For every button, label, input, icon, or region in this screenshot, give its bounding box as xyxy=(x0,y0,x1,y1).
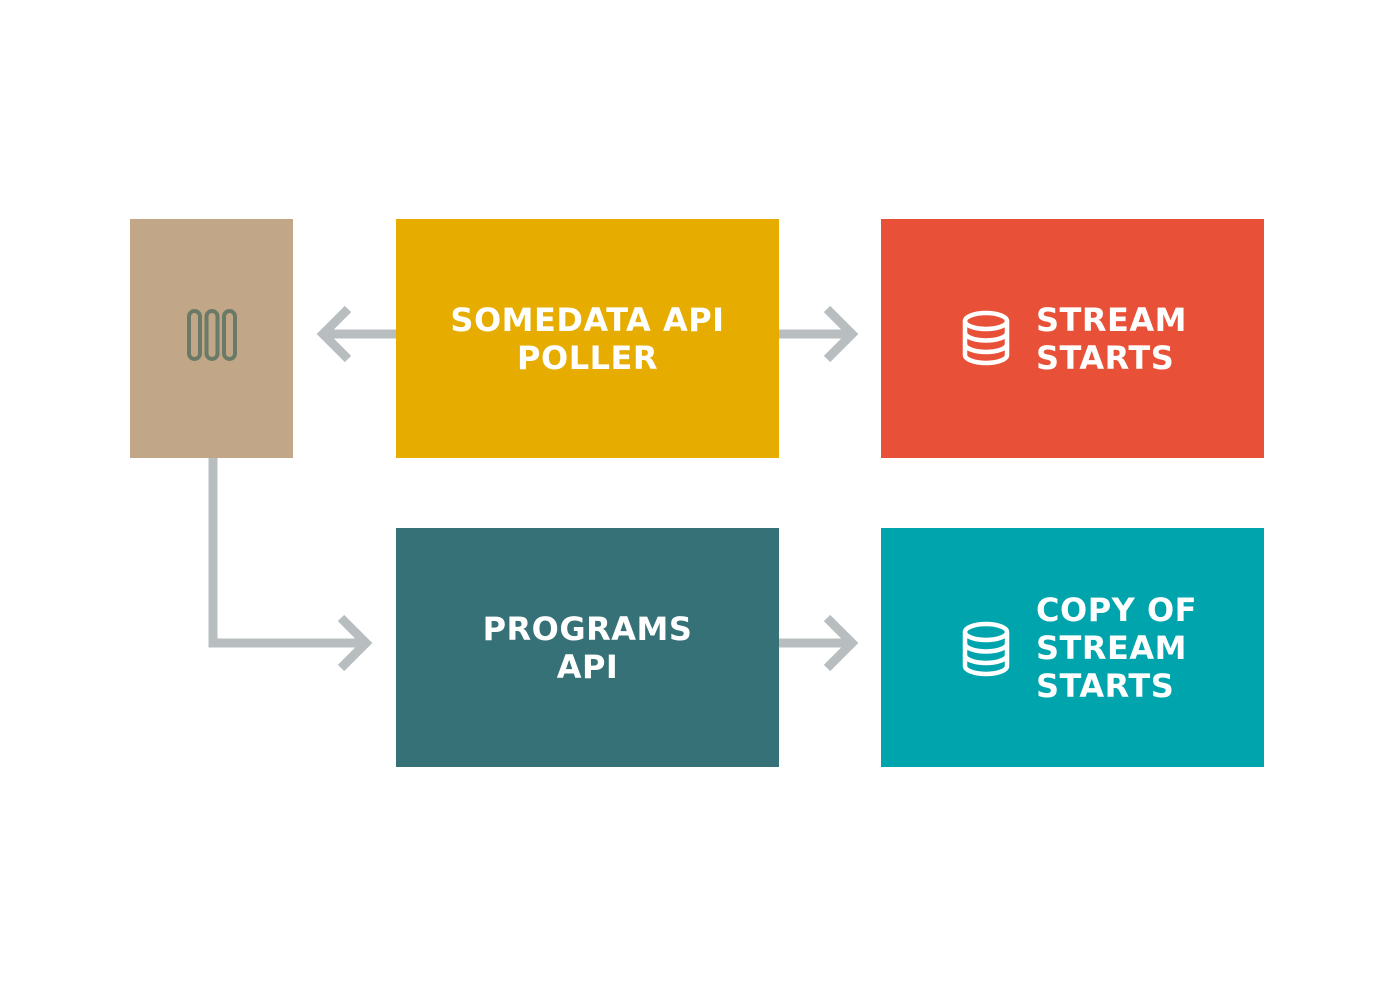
programs-api-node: PROGRAMS API xyxy=(396,528,779,767)
queue-node xyxy=(130,219,293,458)
poller-label-line2: POLLER xyxy=(517,338,658,377)
edge-poller-to-queue xyxy=(316,305,396,363)
stream-starts-label-line1: STREAM xyxy=(1036,300,1187,339)
stream-starts-node: STREAM STARTS xyxy=(881,219,1264,458)
edge-queue-to-programs xyxy=(208,458,373,672)
database-icon xyxy=(962,310,1010,366)
programs-api-label-line2: API xyxy=(556,647,619,686)
copy-label-line1: COPY OF xyxy=(1036,590,1198,629)
stream-starts-label: STREAM STARTS xyxy=(1036,301,1187,377)
edge-poller-to-stream xyxy=(779,305,859,363)
stream-starts-label-line2: STARTS xyxy=(1036,338,1175,377)
database-icon xyxy=(962,621,1010,677)
queue-icon xyxy=(187,309,237,361)
copy-label-line3: STARTS xyxy=(1036,666,1175,705)
copy-of-stream-starts-label: COPY OF STREAM STARTS xyxy=(1036,591,1197,705)
programs-api-label-line1: PROGRAMS xyxy=(482,609,693,648)
poller-node: SOMEDATA API POLLER xyxy=(396,219,779,458)
poller-label: SOMEDATA API POLLER xyxy=(396,219,779,458)
copy-of-stream-starts-node: COPY OF STREAM STARTS xyxy=(881,528,1264,767)
programs-api-label: PROGRAMS API xyxy=(396,528,779,767)
poller-label-line1: SOMEDATA API xyxy=(450,300,725,339)
copy-label-line2: STREAM xyxy=(1036,628,1187,667)
edge-programs-to-copy xyxy=(779,614,859,672)
